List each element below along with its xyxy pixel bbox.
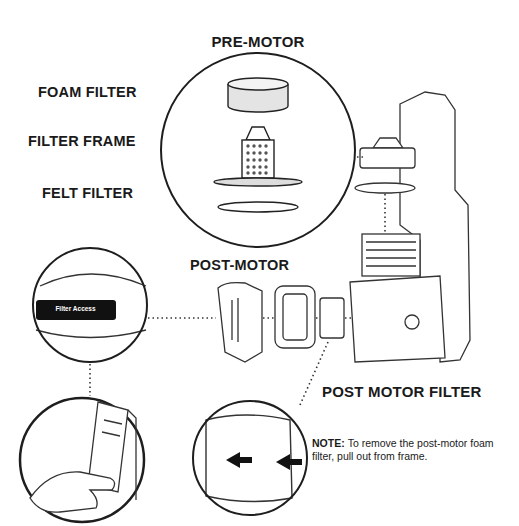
- section-heading: POST-MOTOR: [190, 257, 289, 273]
- top-felt: [355, 183, 415, 193]
- post-filter-detail: [206, 415, 302, 502]
- button-label: Filter Access: [36, 305, 116, 312]
- cup-stripes: [366, 242, 416, 266]
- hand-detail-circle: [20, 398, 144, 522]
- part-label: FELT FILTER: [42, 185, 133, 201]
- housing-knob: [405, 315, 419, 329]
- hand-illustration: [30, 402, 136, 512]
- motor-housing: [350, 276, 445, 362]
- section-heading: PRE-MOTOR: [160, 33, 356, 50]
- section-heading: POST MOTOR FILTER: [322, 383, 502, 400]
- filter-access-detail: [36, 274, 146, 338]
- frame-base: [214, 178, 302, 186]
- cover-slots: [232, 298, 238, 342]
- post-motor-cover: [218, 283, 262, 362]
- frame-body: [242, 140, 274, 178]
- note-block: NOTE:To remove the post-motor foam filte…: [312, 437, 494, 463]
- frame-cap: [246, 127, 270, 140]
- filter-access-circle: Filter Access: [32, 247, 148, 363]
- note-heading: NOTE:: [312, 437, 345, 449]
- post-motor-foam: [320, 298, 344, 338]
- post-motor-frame-inner: [283, 294, 307, 340]
- push-arrow: [226, 452, 252, 468]
- pre-motor-circle: PRE-MOTOR: [160, 52, 356, 248]
- post-motor-frame: [275, 286, 315, 348]
- top-frame-base: [360, 148, 415, 168]
- dirt-cup: [362, 234, 420, 276]
- frame-holes: [246, 144, 267, 174]
- top-frame-cap: [373, 138, 403, 148]
- part-label: FILTER FRAME: [28, 133, 136, 149]
- foam-filter-top: [228, 78, 288, 90]
- hand-shape: [30, 472, 115, 512]
- post-foam-shape: [206, 415, 292, 502]
- push-arrow: [276, 454, 302, 470]
- part-label: FOAM FILTER: [38, 84, 137, 100]
- felt-filter-shape: [218, 202, 298, 212]
- post-motor-filter-circle: POST MOTOR FILTER: [192, 400, 308, 516]
- pre-motor-parts: [214, 78, 302, 212]
- vacuum-body: [218, 92, 470, 362]
